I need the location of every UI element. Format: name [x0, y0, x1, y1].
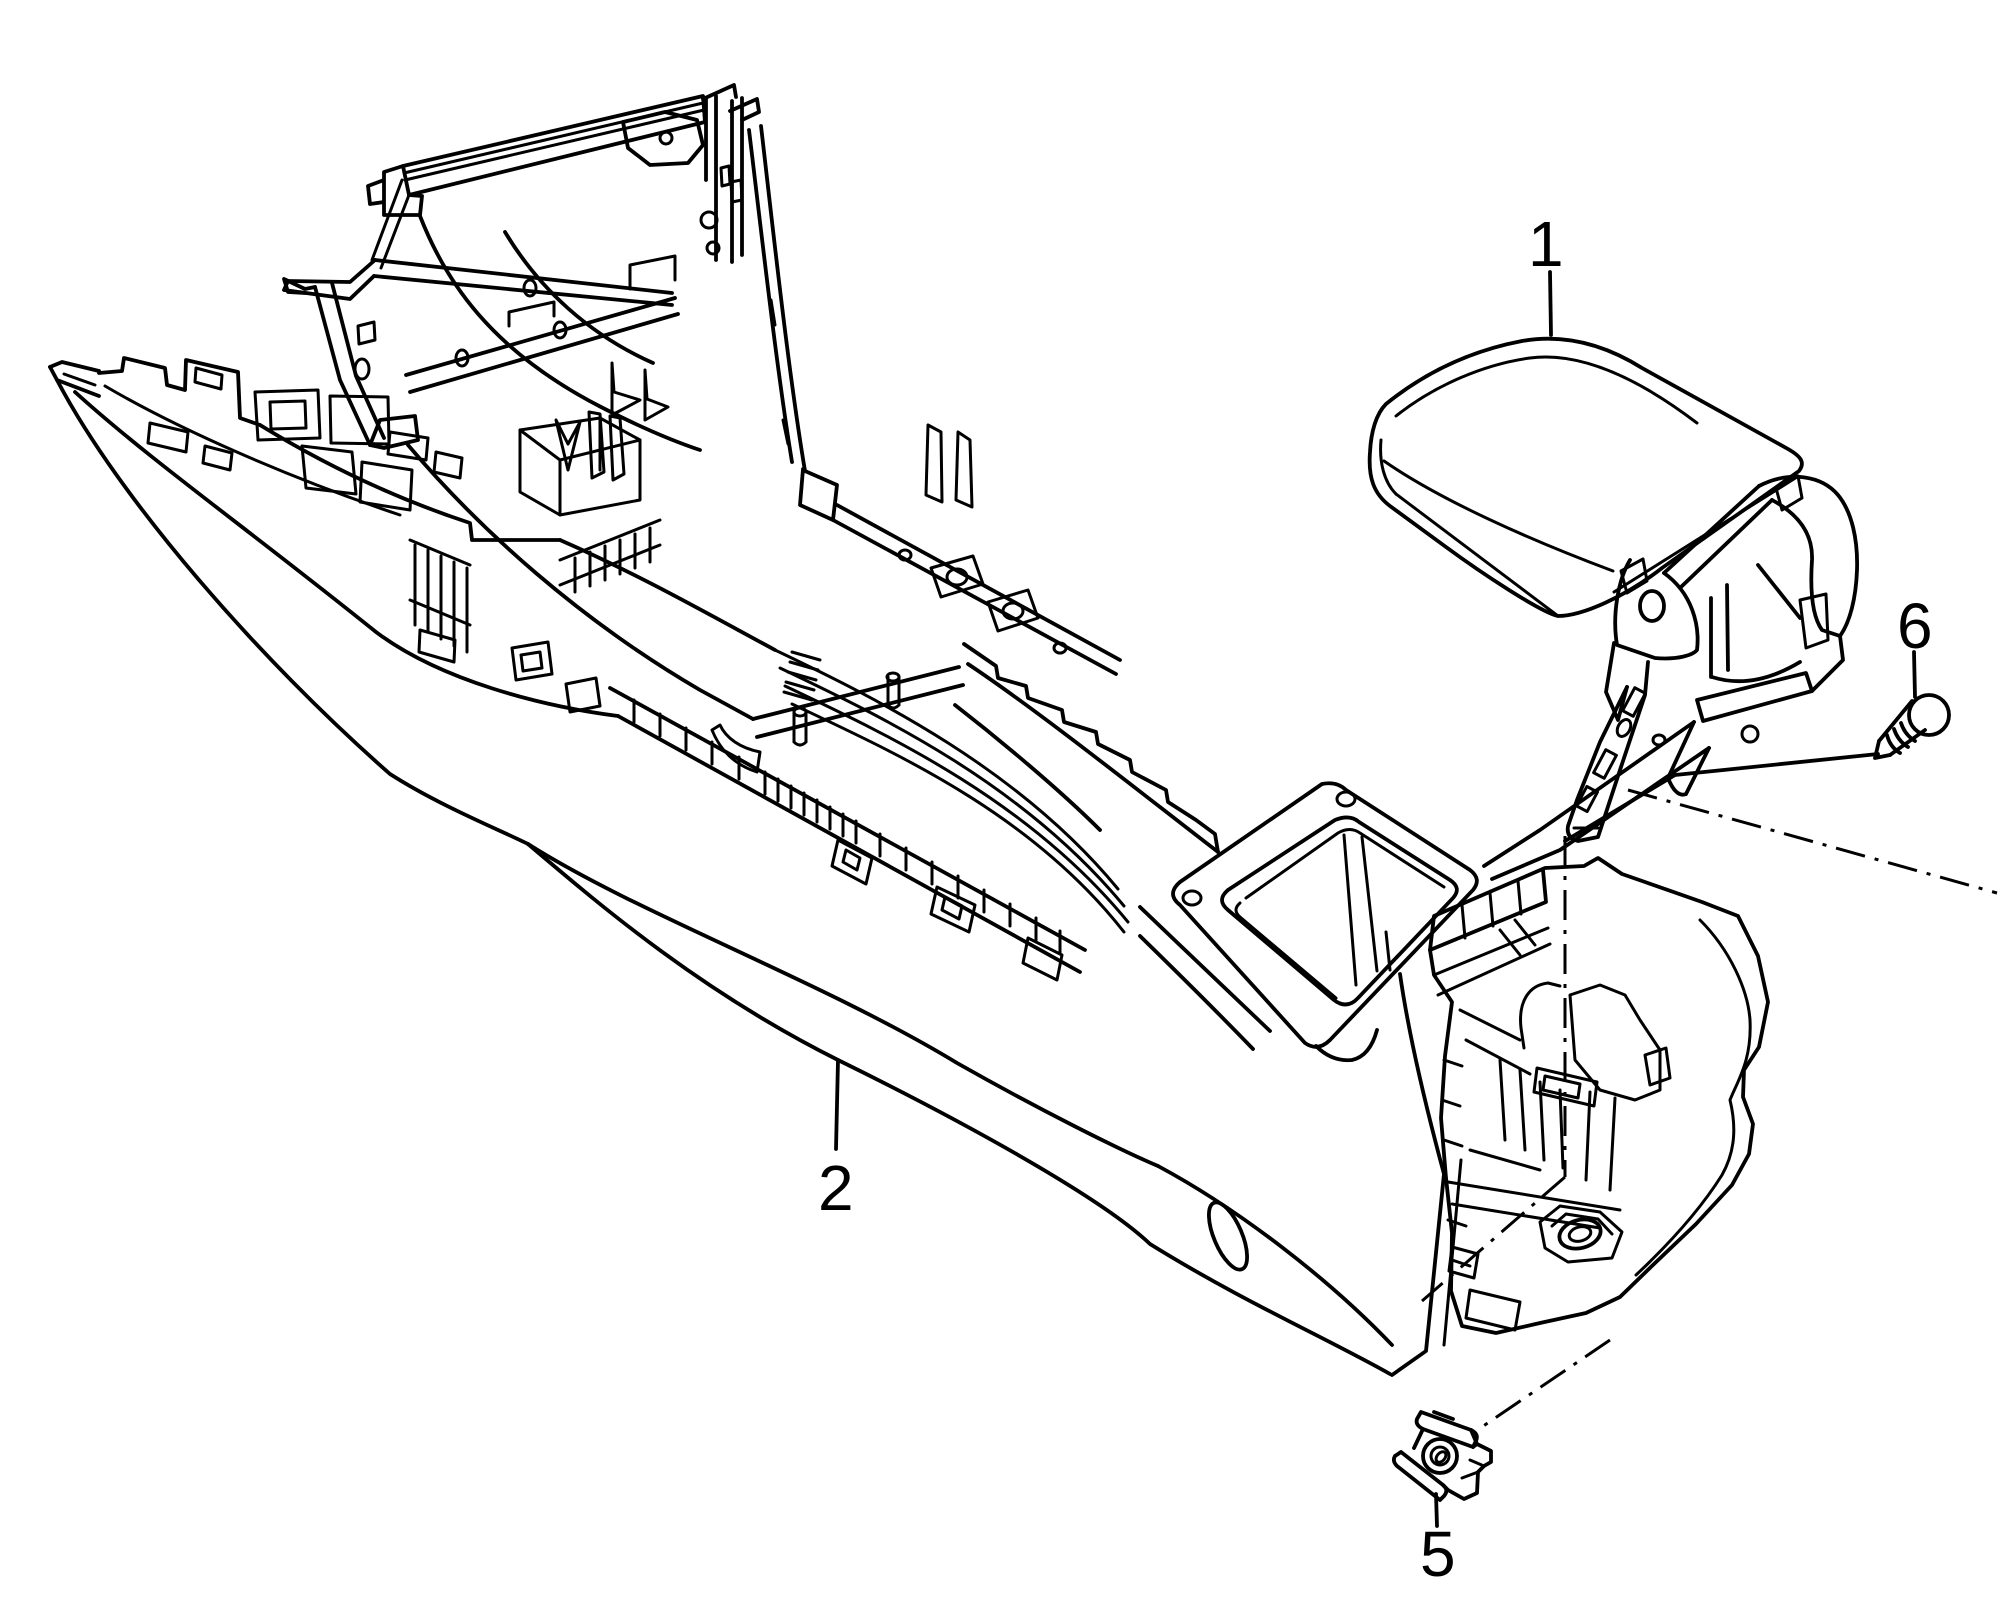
- svg-text:6: 6: [1897, 590, 1933, 662]
- svg-text:2: 2: [818, 1152, 854, 1224]
- svg-text:5: 5: [1420, 1518, 1456, 1590]
- svg-text:1: 1: [1528, 208, 1564, 280]
